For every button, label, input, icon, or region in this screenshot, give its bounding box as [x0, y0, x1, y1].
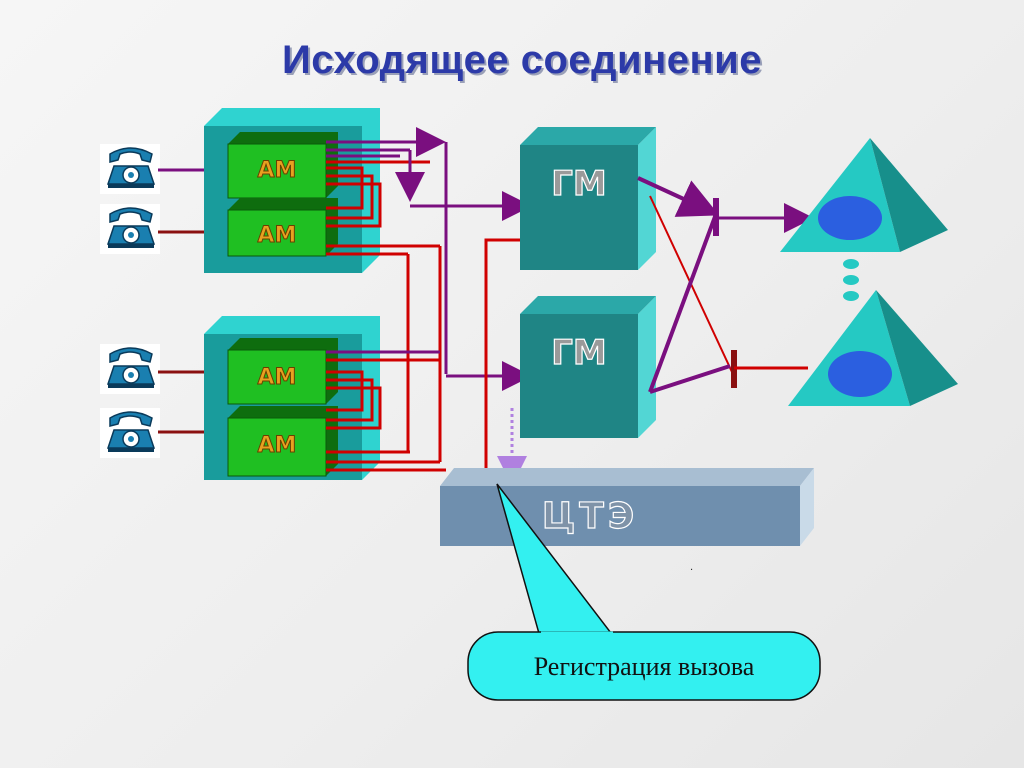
dot-mark: . — [690, 562, 693, 573]
am-box-4: AM — [227, 406, 338, 477]
remote-exchange-lower — [788, 290, 958, 406]
switch-lines — [637, 176, 814, 394]
remote-exchange-upper — [780, 138, 948, 252]
callout-text: Регистрация вызова — [533, 652, 755, 681]
callout-bubble — [467, 483, 821, 701]
telephone-icon — [99, 203, 161, 255]
cte-block: ЦТЭ — [440, 468, 814, 546]
ellipsis-dots — [843, 259, 859, 301]
page-title: Исходящее соединение — [281, 38, 763, 82]
am-label: AM — [258, 223, 297, 248]
voice-line-gm — [484, 238, 520, 490]
telephone-icon — [99, 143, 161, 195]
telephone-icon — [99, 407, 161, 459]
am-label: AM — [258, 158, 297, 183]
gm-label: ГМ — [551, 333, 607, 373]
gm-block-upper: ГМ — [520, 127, 656, 270]
am-box-1: AM — [227, 132, 338, 199]
am-box-3: AM — [227, 338, 338, 405]
am-label: AM — [258, 365, 297, 390]
am-label: AM — [258, 433, 297, 458]
am-box-2: AM — [227, 198, 338, 257]
cte-label: ЦТЭ — [542, 496, 638, 537]
gm-block-lower: ГМ — [520, 296, 656, 438]
gm-label: ГМ — [551, 164, 607, 204]
phone-group — [99, 143, 161, 459]
telephone-icon — [99, 343, 161, 395]
